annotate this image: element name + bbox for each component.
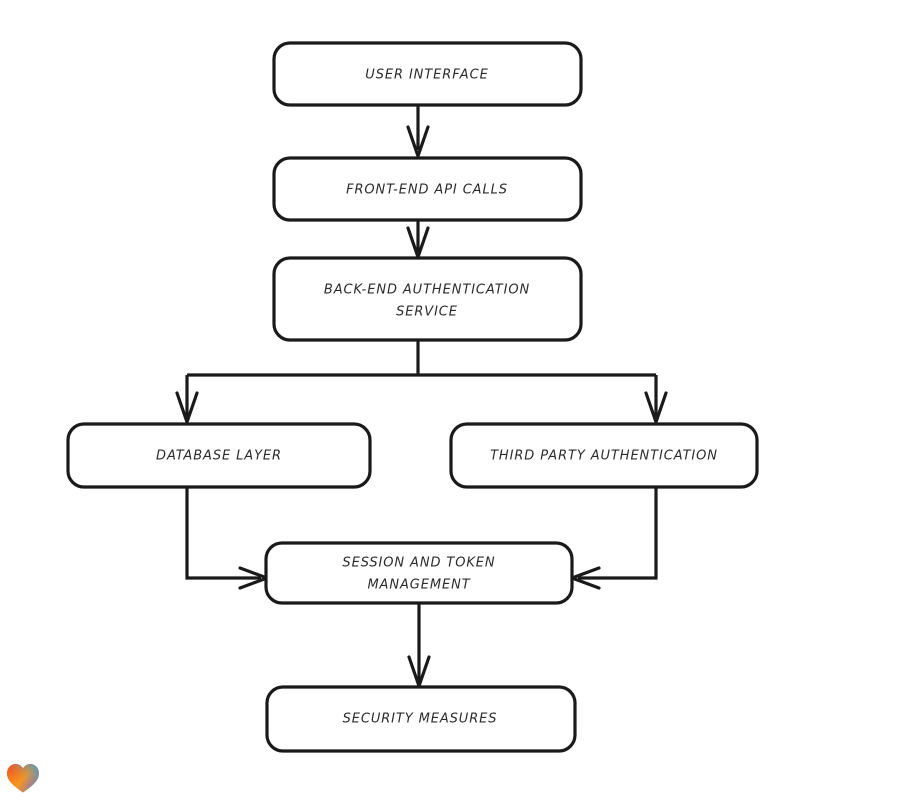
node-third-party-auth-shape — [449, 422, 759, 489]
node-session-token-label-line1: SESSION AND TOKEN — [342, 556, 495, 571]
node-frontend-api-calls[interactable]: FRONT-END API CALLS — [272, 156, 583, 222]
node-frontend-api-calls-label: FRONT-END API CALLS — [346, 183, 508, 198]
edge-db-to-session — [185, 487, 269, 590]
node-security-measures-label: SECURITY MEASURES — [343, 712, 498, 727]
node-session-token-shape — [264, 541, 574, 605]
node-backend-auth-shape — [272, 256, 583, 342]
node-security-measures-shape — [265, 685, 577, 753]
node-session-token-label-line2: MANAGEMENT — [367, 578, 470, 593]
node-database-layer-shape — [66, 422, 372, 489]
edge-backend-split-bus — [187, 340, 656, 377]
edge-backend-to-third — [644, 375, 668, 424]
node-user-interface-label: USER INTERFACE — [365, 68, 488, 83]
node-session-token[interactable]: SESSION AND TOKEN MANAGEMENT — [264, 541, 574, 605]
edge-session-to-security — [407, 603, 431, 688]
edge-third-to-session — [570, 487, 658, 590]
node-third-party-auth[interactable]: THIRD PARTY AUTHENTICATION — [449, 422, 759, 489]
heart-icon — [7, 764, 39, 793]
node-backend-auth-label-line1: BACK-END AUTHENTICATION — [324, 283, 530, 298]
node-security-measures[interactable]: SECURITY MEASURES — [265, 685, 577, 753]
node-database-layer-label: DATABASE LAYER — [156, 449, 282, 464]
node-third-party-auth-label: THIRD PARTY AUTHENTICATION — [490, 449, 718, 464]
node-user-interface-shape — [272, 41, 583, 107]
node-frontend-api-calls-shape — [272, 156, 583, 222]
edge-api-to-backend — [406, 220, 430, 259]
edge-backend-to-db — [175, 375, 199, 424]
node-backend-auth[interactable]: BACK-END AUTHENTICATION SERVICE — [272, 256, 583, 342]
edge-ui-to-api — [406, 105, 430, 158]
node-user-interface[interactable]: USER INTERFACE — [272, 41, 583, 107]
node-database-layer[interactable]: DATABASE LAYER — [66, 422, 372, 489]
node-backend-auth-label-line2: SERVICE — [396, 305, 458, 320]
